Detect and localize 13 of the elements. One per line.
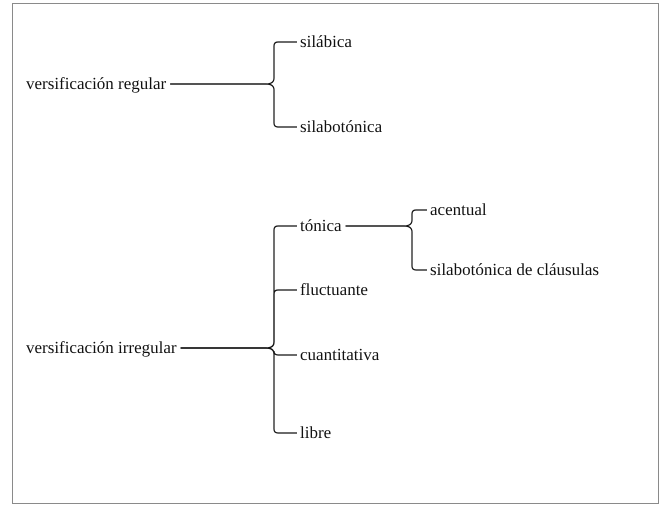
category-label: tónica [300,215,342,237]
category-label: versificación regular [26,73,166,95]
category-label: versificación irregular [26,337,177,359]
brace-connector [346,225,427,271]
category-label: acentual [430,199,487,221]
category-label: silabotónica de cláusulas [430,259,600,281]
category-label: cuantitativa [300,344,380,366]
category-label: silabotónica [300,116,382,138]
category-label: silábica [300,31,352,53]
category-label: libre [300,422,332,444]
category-label: fluctuante [300,279,368,301]
brace-connector [180,347,297,434]
brace-connector [170,83,297,128]
